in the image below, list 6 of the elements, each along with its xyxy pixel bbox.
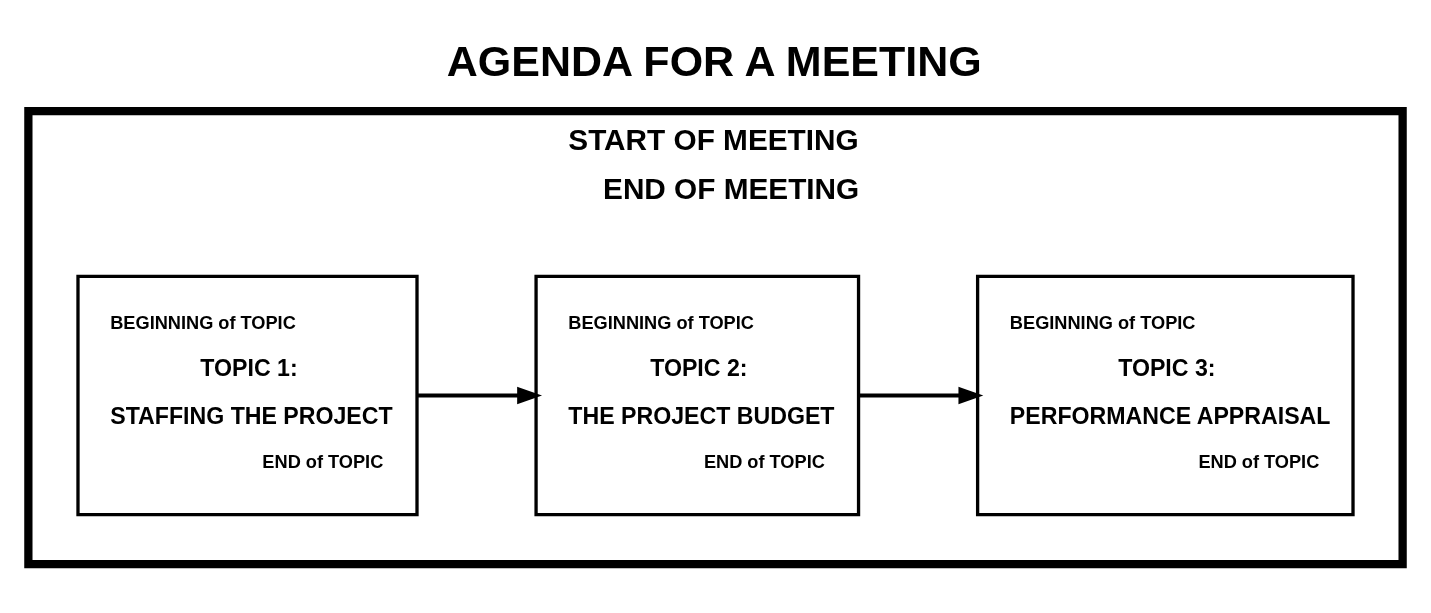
arrow (417, 386, 542, 404)
arrow (858, 386, 984, 404)
diagram-title: AGENDA FOR A MEETING (446, 36, 982, 85)
node-box: BEGINNING of TOPIC TOPIC 2: THE PROJECT BUDGET END of TOPIC (534, 274, 861, 516)
node-box: BEGINNING of TOPIC TOPIC 1: STAFFING THE PROJECT END of TOPIC (76, 274, 419, 516)
node-box: BEGINNING of TOPIC TOPIC 3: PERFORMANCE APPRAISAL END of TOPIC (975, 274, 1355, 516)
